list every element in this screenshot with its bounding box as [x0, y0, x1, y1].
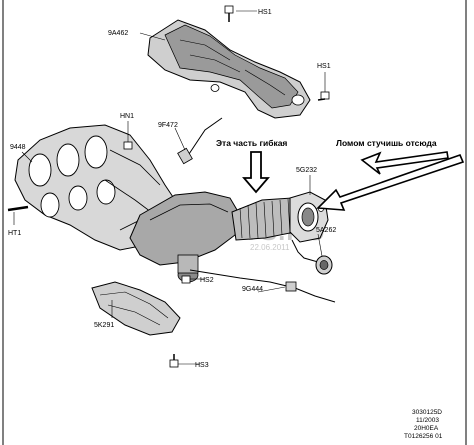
- nut-hn1: [123, 141, 133, 150]
- front-sensor-lead: [177, 117, 223, 165]
- flexible-pipe-section: [231, 197, 299, 241]
- label-5a262: 5A262: [316, 227, 336, 234]
- exhaust-manifold: [7, 124, 176, 251]
- label-5g232: 5G232: [296, 167, 317, 174]
- caption-line-2: 11/2003: [416, 417, 439, 424]
- oxygen-sensor: [291, 239, 333, 275]
- catalytic-converter: [129, 191, 241, 283]
- outlet-flange: [289, 191, 329, 243]
- label-hs1-top: HS1: [258, 9, 272, 16]
- caption-line-3: 20H0EA: [414, 425, 439, 432]
- label-9448: 9448: [10, 144, 26, 151]
- label-9a462: 9A462: [108, 30, 128, 37]
- bolt-hs3: [169, 354, 179, 368]
- bolt-hs2: [181, 275, 191, 284]
- upper-heat-shield: [147, 19, 311, 119]
- label-hs3: HS3: [195, 362, 209, 369]
- label-hs1-right: HS1: [317, 63, 331, 70]
- leader-lines: [13, 10, 326, 365]
- arrow-left-icon: [360, 151, 449, 175]
- label-9g444: 9G444: [242, 286, 263, 293]
- caption-line-1: 3030125D: [412, 409, 442, 416]
- label-ht1: HT1: [8, 230, 21, 237]
- caption-line-4: T0126256 01: [404, 433, 443, 440]
- lower-heat-shield: [91, 281, 181, 336]
- annotation-crowbar-here: Ломом стучишь отсюда: [336, 138, 437, 148]
- label-9f472: 9F472: [158, 122, 178, 129]
- label-hn1: HN1: [120, 113, 134, 120]
- long-arrow-icon: [316, 153, 465, 211]
- arrow-down-icon: [242, 151, 270, 194]
- watermark-date: 22.06.2011: [250, 243, 290, 252]
- bolt-hs1-right: [317, 91, 330, 101]
- rear-sensor-lead: [189, 269, 336, 303]
- bolt-hs1-top: [224, 5, 234, 22]
- label-5k291: 5K291: [94, 322, 114, 329]
- label-hs2: HS2: [200, 277, 214, 284]
- annotation-flexible-part: Эта часть гибкая: [216, 138, 287, 148]
